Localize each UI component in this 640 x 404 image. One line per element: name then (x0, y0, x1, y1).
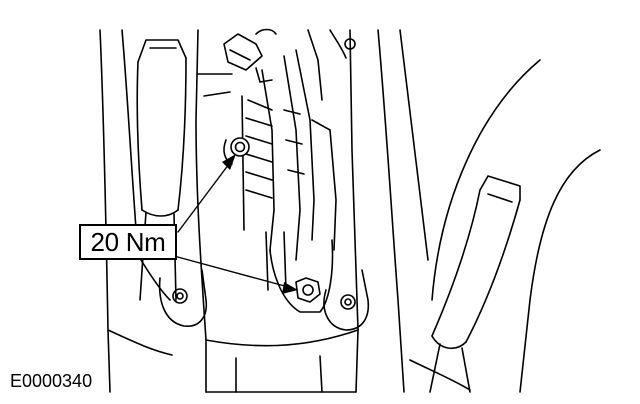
column-housing (195, 29, 359, 393)
left-trim-panel (99, 29, 173, 393)
right-mount-bracket (323, 269, 370, 331)
lower-nut-icon (295, 277, 321, 303)
column-bracket (241, 49, 315, 291)
right-trim-panel (377, 29, 601, 393)
switch-connector (223, 28, 356, 101)
arrowheads (222, 154, 298, 294)
arrow-up-icon (222, 154, 236, 170)
left-seatbelt-buckle (136, 39, 187, 301)
right-seatbelt-buckle (429, 175, 521, 393)
torque-callout: 20 Nm (79, 224, 177, 260)
arrow-right-icon (282, 282, 298, 294)
left-mount-bracket (158, 269, 208, 327)
figure-id: E0000340 (10, 371, 93, 391)
callout-leader-lines (173, 159, 293, 289)
lower-bracket (269, 119, 337, 313)
